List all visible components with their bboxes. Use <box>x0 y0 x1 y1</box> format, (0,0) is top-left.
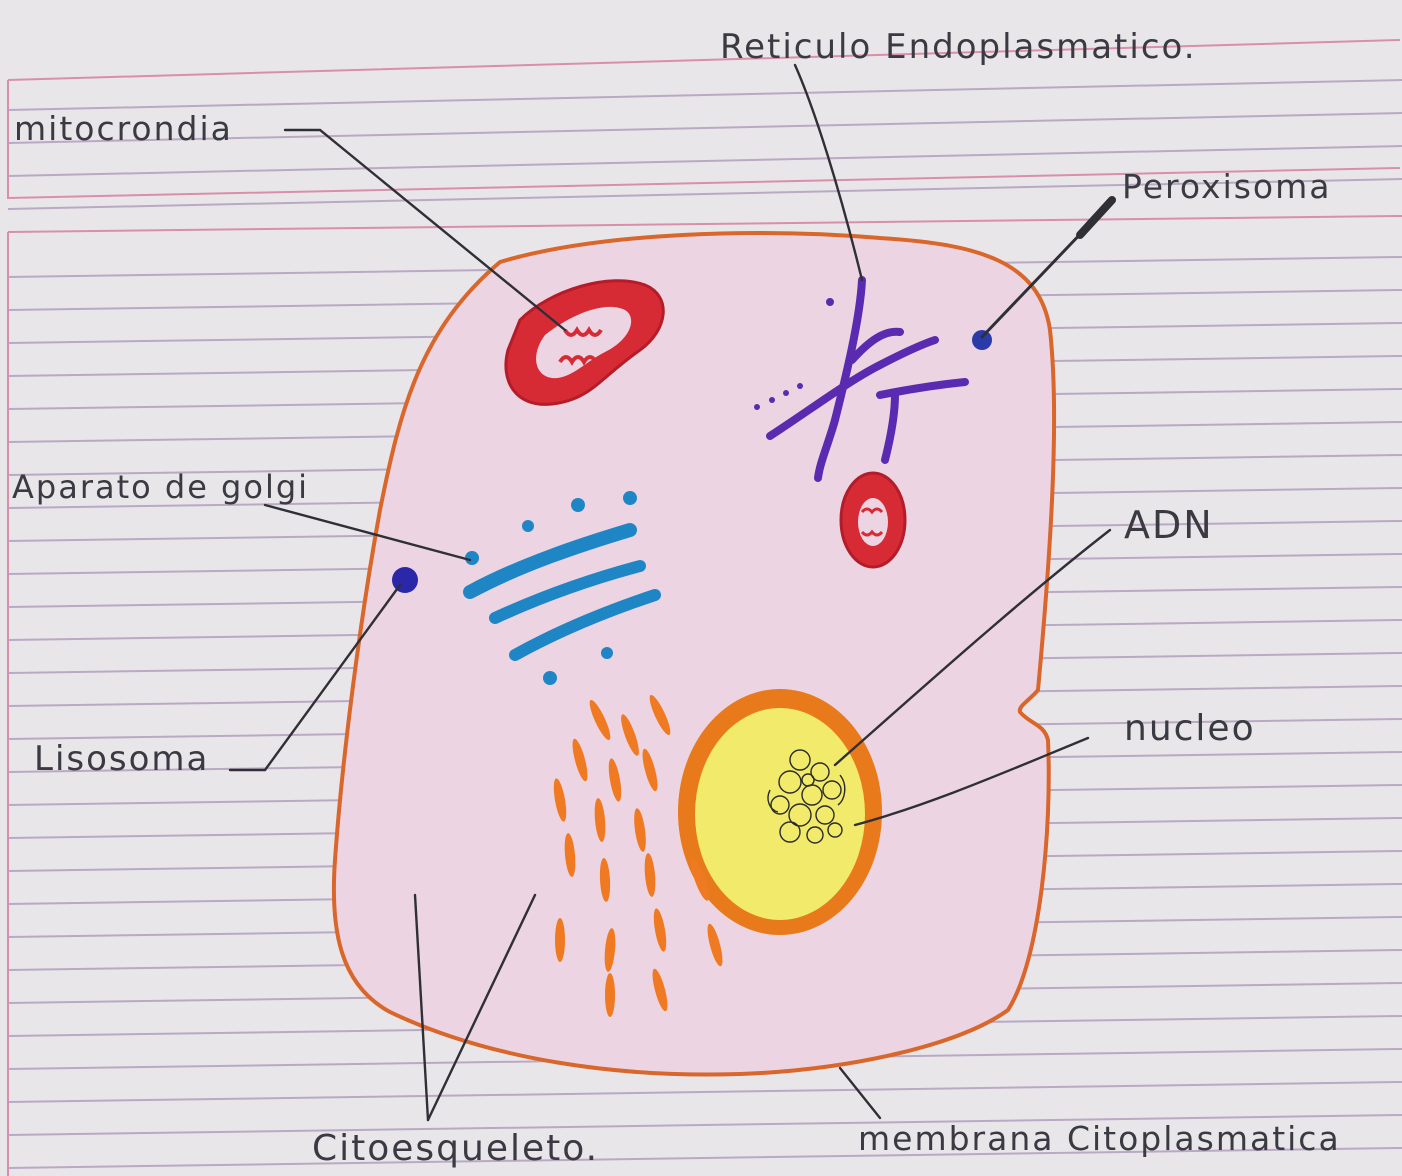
peroxisome <box>972 330 992 350</box>
label-lisosoma: Lisosoma <box>34 739 209 779</box>
label-golgi: Aparato de golgi <box>12 468 309 506</box>
label-nucleo: nucleo <box>1124 708 1256 749</box>
label-citoesqueleto: Citoesqueleto. <box>312 1128 599 1169</box>
label-membrana: membrana Citoplasmatica <box>858 1119 1341 1158</box>
cytoskeleton-filament <box>605 973 615 1017</box>
cell-membrane <box>334 233 1054 1074</box>
label-mitocondria: mitocrondia <box>14 109 233 148</box>
label-adn: ADN <box>1124 503 1214 547</box>
label-peroxisoma: Peroxisoma <box>1122 167 1332 206</box>
mitochondrion-small <box>841 473 905 567</box>
cytoskeleton-filament <box>555 918 565 962</box>
label-reticulo: Reticulo Endoplasmatico. <box>720 27 1197 67</box>
